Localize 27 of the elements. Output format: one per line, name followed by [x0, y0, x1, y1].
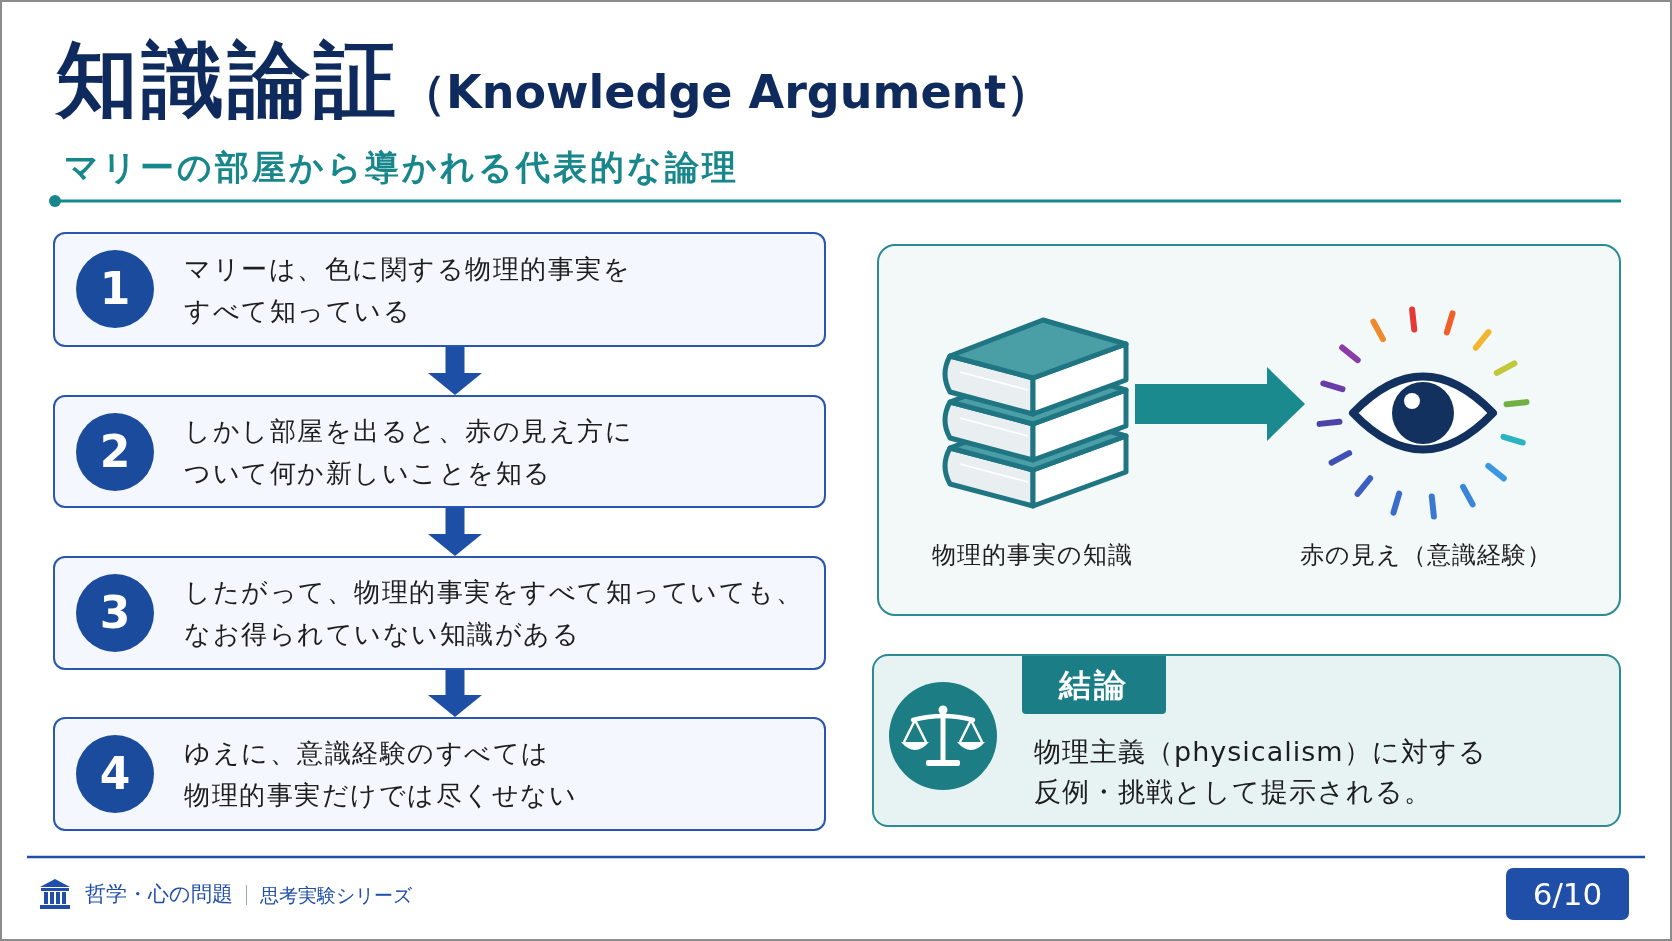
title: 知識論証（Knowledge Argument）: [56, 31, 1053, 129]
arrow: [428, 508, 482, 556]
series-name: 哲学・心の問題: [85, 881, 233, 908]
number-badge: 1: [76, 250, 154, 328]
step-text: したがって、物理的事実をすべて知っていても、なお得られていない知識がある: [184, 576, 804, 651]
series-label: 思考実験シリーズ: [260, 883, 412, 908]
number-badge: 2: [76, 413, 154, 491]
step-box: [53, 556, 826, 670]
step-text: マリーは、色に関する物理的事実をすべて知っている: [184, 252, 632, 328]
number-badge: 3: [76, 574, 154, 652]
arrow: [428, 347, 482, 395]
step-box: [53, 232, 826, 347]
number-badge: 4: [76, 735, 154, 813]
arrow: [428, 670, 482, 717]
step-box: [53, 717, 826, 831]
step-text: しかし部屋を出ると、赤の見え方について何か新しいことを知る: [184, 414, 634, 490]
arrow: [1135, 367, 1305, 441]
step-text: ゆえに、意識経験のすべては物理的事実だけでは尽くせない: [184, 737, 578, 812]
picture-caption: 物理的事実の知識: [931, 540, 1133, 571]
heading-tab: 結論: [1022, 656, 1166, 714]
picture-caption: 赤の見え（意識経験）: [1300, 540, 1552, 571]
conclusion-panel: [872, 654, 1621, 827]
illustration-panel: [877, 244, 1621, 616]
subtitle: マリーの部屋から導かれる代表的な論理: [64, 147, 739, 187]
step-box: [53, 395, 826, 508]
conclusion-text: 物理主義（physicalism）に対する反例・挑戦として提示される。: [1034, 735, 1488, 809]
page-number-badge: 6/10: [1506, 868, 1629, 920]
